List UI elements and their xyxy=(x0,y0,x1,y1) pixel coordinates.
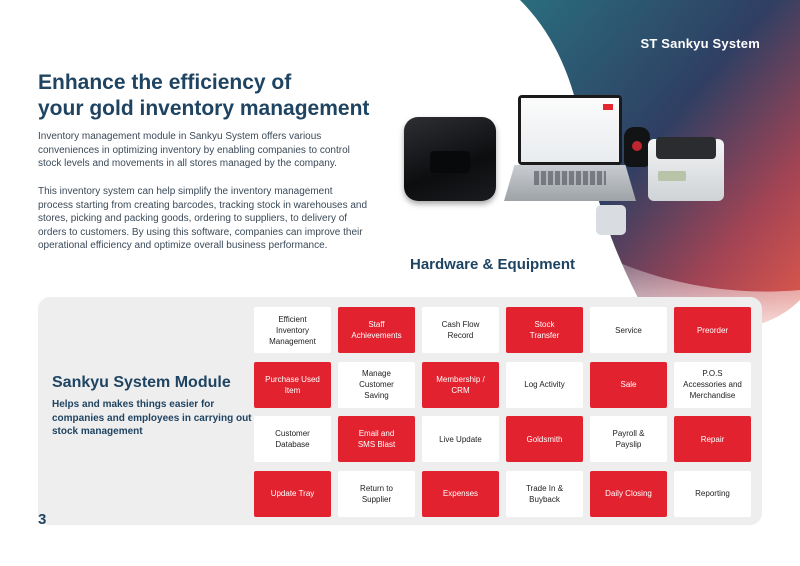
headline: Enhance the efficiency of your gold inve… xyxy=(38,70,398,122)
module-item: P.O.S Accessories and Merchandise xyxy=(674,361,751,408)
module-item: Preorder xyxy=(674,307,751,353)
module-item: Customer Database xyxy=(254,416,331,462)
laptop-keyboard xyxy=(504,165,636,201)
module-item: Efficient Inventory Management xyxy=(254,307,331,353)
module-item: Reporting xyxy=(674,470,751,517)
module-item: Log Activity xyxy=(506,361,583,408)
module-item: Cash Flow Record xyxy=(422,307,499,353)
module-item: Trade In & Buyback xyxy=(506,470,583,517)
weighing-scale-image xyxy=(648,137,724,201)
hardware-illustration xyxy=(400,95,730,245)
hardware-caption: Hardware & Equipment xyxy=(410,256,576,273)
headline-line-1: Enhance the efficiency of xyxy=(38,71,292,94)
module-subtitle: Helps and makes things easier for compan… xyxy=(52,399,252,437)
module-item: Staff Achievements xyxy=(338,307,415,353)
module-item: Daily Closing xyxy=(590,470,667,517)
module-title: Sankyu System Module xyxy=(52,374,231,391)
module-item: Service xyxy=(590,307,667,353)
intro-paragraph: Inventory management module in Sankyu Sy… xyxy=(38,131,350,169)
brand-name: ST Sankyu System xyxy=(640,36,760,51)
module-item: Sale xyxy=(590,361,667,408)
module-item: Live Update xyxy=(422,416,499,462)
headline-line-2: your gold inventory management xyxy=(38,97,370,120)
description-paragraph: This inventory system can help simplify … xyxy=(38,186,368,251)
module-item: Return to Supplier xyxy=(338,470,415,517)
module-item: Purchase Used Item xyxy=(254,361,331,408)
module-item: Repair xyxy=(674,416,751,462)
module-item: Stock Transfer xyxy=(506,307,583,353)
module-item: Expenses xyxy=(422,470,499,517)
page-number: 3 xyxy=(38,511,47,528)
barcode-scanner-image xyxy=(624,127,650,167)
module-item: Email and SMS Blast xyxy=(338,416,415,462)
laptop-image xyxy=(518,95,622,165)
module-item: Payroll & Payslip xyxy=(590,416,667,462)
module-item: Manage Customer Saving xyxy=(338,361,415,408)
printer-image xyxy=(404,117,496,201)
module-item: Membership / CRM xyxy=(422,361,499,408)
card-reader-image xyxy=(596,205,626,235)
module-item: Update Tray xyxy=(254,470,331,517)
module-item: Goldsmith xyxy=(506,416,583,462)
